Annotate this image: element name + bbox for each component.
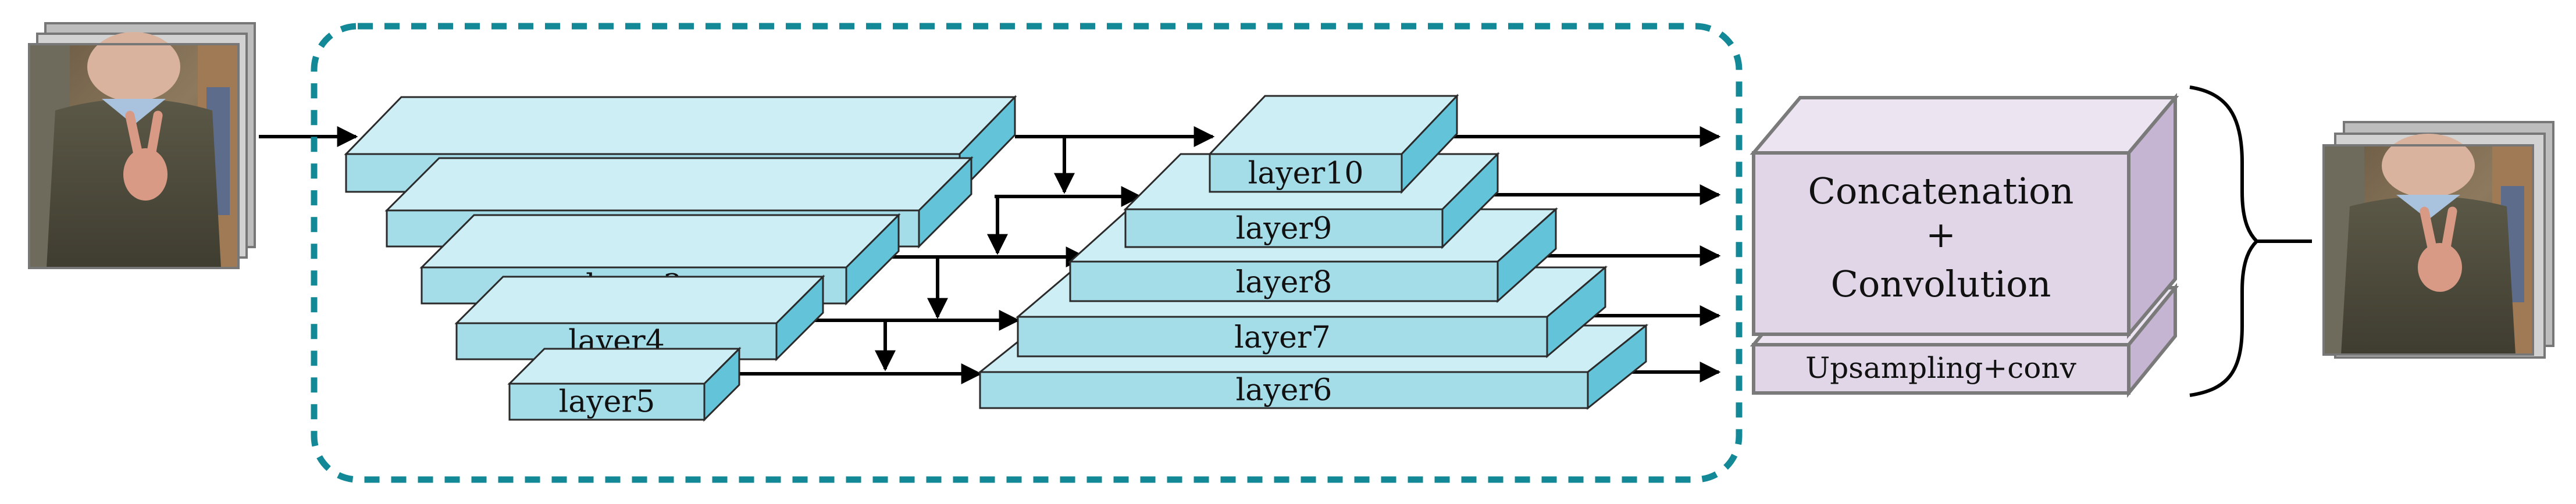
output-photo-icon [2322, 134, 2534, 356]
fusion-block: Upsampling+conv Concatenation + Convolut… [1750, 92, 2179, 398]
decoder-layers: layer6 layer7 layer8 layer9 layer10 [977, 94, 1649, 410]
model-dashed-border [311, 23, 1743, 483]
encoder-layer-5-label: layer5 [559, 384, 655, 419]
decoder-layer6-label: layer6 [1236, 373, 1332, 408]
concat-label-line2: + [1926, 213, 1956, 256]
decoder-layer10-label: layer10 [1248, 156, 1364, 191]
concat-block-top [1750, 96, 2179, 155]
concat-block-front [1752, 151, 2130, 336]
encoder-layer-4: layer4 [454, 274, 825, 362]
right-brace [2189, 85, 2260, 397]
upsampling-slab-front [1752, 343, 2130, 395]
input-image-stack [28, 22, 256, 269]
decoder-layer8-label: layer8 [1236, 265, 1332, 300]
concat-label-line1: Concatenation [1808, 170, 2074, 212]
encoder-layer-5: layer5 [507, 346, 742, 422]
decoder-layer9-label: layer9 [1236, 212, 1332, 246]
connection-arrows [736, 126, 1721, 384]
encoder-layers: layer1layer2layer3layer4layer5 [344, 95, 1017, 422]
input-photo-icon [28, 32, 240, 269]
concat-label-line3: Convolution [1831, 263, 2051, 305]
upsampling-label: Upsampling+conv [1805, 351, 2076, 385]
output-image-stack [2322, 121, 2554, 359]
decoder-layer9: layer9 [1123, 152, 1500, 249]
decoder-layer10: layer10 [1207, 94, 1459, 194]
decoder-layer7-label: layer7 [1234, 320, 1331, 355]
